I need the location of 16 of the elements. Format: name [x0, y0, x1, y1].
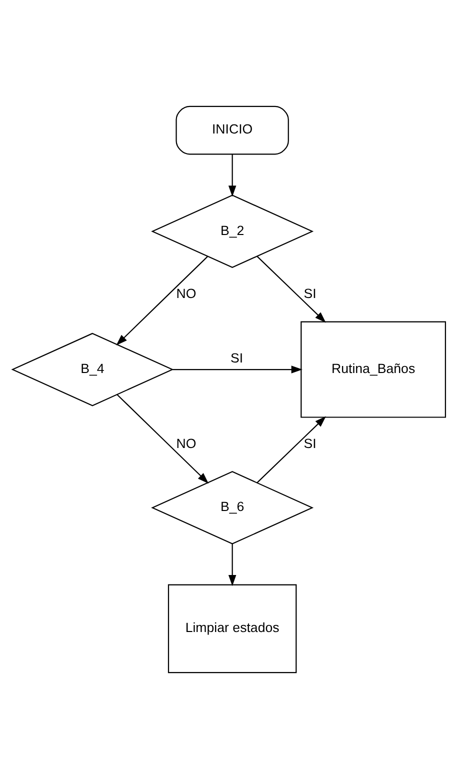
edge-label: NO [176, 436, 196, 451]
arrow [172, 366, 302, 374]
arrow [228, 544, 236, 586]
arrow [256, 416, 326, 484]
arrow [256, 256, 326, 323]
node-box: Rutina_Baños [300, 321, 446, 418]
arrow [116, 394, 209, 484]
node-diamond: B_2 [151, 194, 314, 268]
edge-label: SI [230, 350, 244, 366]
arrow [228, 154, 236, 197]
arrow [116, 256, 208, 346]
edge-label: SI [304, 436, 316, 451]
node-box: INICIO [176, 106, 289, 155]
edge-label: SI [304, 286, 316, 302]
edge-label: NO [176, 286, 196, 302]
node-box: Limpiar estados [168, 584, 297, 674]
